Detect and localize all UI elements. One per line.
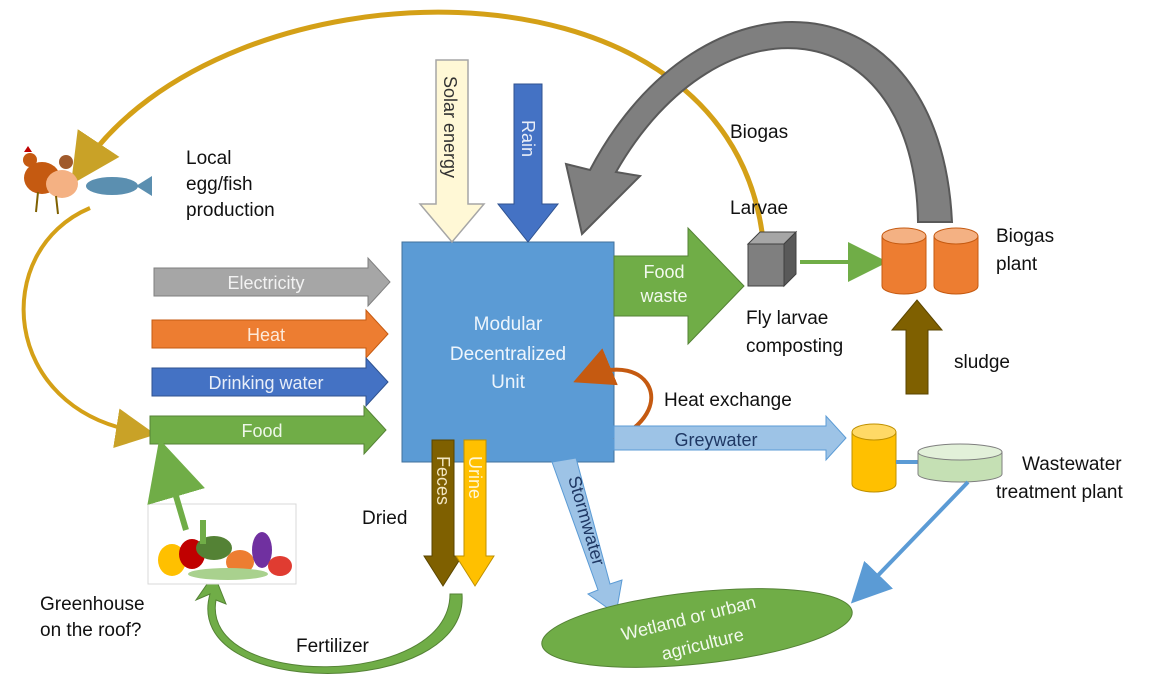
solar-energy-label: Solar energy (440, 76, 460, 178)
biogas-return-arrow (564, 20, 954, 236)
food-waste-label-1: Food (643, 262, 684, 282)
biogas-plant-icon (881, 227, 979, 295)
greywater-label: Greywater (674, 430, 757, 450)
sludge-label: sludge (954, 352, 1010, 373)
feces-arrow (423, 439, 463, 587)
heat-exchange-label: Heat exchange (664, 390, 792, 411)
wastewater-label-2: treatment plant (996, 482, 1123, 503)
biogas-label: Biogas (730, 122, 788, 143)
food-waste-arrow (613, 226, 745, 346)
production-label-2: egg/fish (186, 174, 253, 195)
greenhouse-label-1: Greenhouse (40, 594, 145, 615)
stormwater-label: Stormwater (564, 474, 609, 568)
wastewater-to-wetland-arrow (850, 480, 970, 604)
solar-energy-arrow (418, 59, 486, 244)
drinking-water-label: Drinking water (208, 373, 323, 393)
unit-label-3: Unit (491, 372, 526, 393)
rain-label: Rain (518, 120, 538, 157)
electricity-arrow (153, 256, 391, 308)
drinking-water-arrow (151, 356, 389, 408)
food-waste-label-2: waste (639, 286, 687, 306)
wastewater-label-1: Wastewater (1022, 454, 1122, 475)
greenhouse-to-food-arrow (147, 438, 205, 531)
fly-larvae-label-2: composting (746, 336, 843, 357)
fly-larvae-cube (746, 230, 798, 288)
urine-label: Urine (465, 456, 485, 499)
chicken-fish-icon (23, 146, 152, 215)
biogas-plant-label-1: Biogas (996, 226, 1054, 247)
biogas-plant-label-2: plant (996, 254, 1038, 275)
heat-label: Heat (247, 325, 285, 345)
feces-label: Feces (433, 456, 453, 505)
unit-label-1: Modular (474, 314, 543, 335)
production-label-3: production (186, 200, 275, 221)
fertilizer-arrow (194, 572, 463, 674)
unit-label-2: Decentralized (450, 344, 566, 365)
production-to-food-arrow (21, 206, 156, 449)
dried-label: Dried (362, 508, 407, 529)
sludge-arrow (890, 299, 944, 395)
food-label: Food (241, 421, 282, 441)
greywater-arrow (613, 414, 847, 462)
stormwater-arrow (551, 457, 623, 615)
production-label-1: Local (186, 148, 231, 169)
heat-arrow (151, 308, 389, 360)
larvae-label: Larvae (730, 198, 788, 219)
vegetables-image (147, 503, 297, 585)
larvae-to-production-arrow (70, 9, 765, 233)
fertilizer-label: Fertilizer (296, 636, 370, 657)
wastewater-plant-icon (851, 423, 1003, 493)
fly-larvae-label-1: Fly larvae (746, 308, 828, 329)
urine-arrow (455, 439, 495, 587)
wetland-ellipse (541, 588, 853, 668)
greenhouse-label-2: on the roof? (40, 620, 141, 641)
rain-arrow (496, 83, 560, 243)
electricity-label: Electricity (227, 273, 304, 293)
